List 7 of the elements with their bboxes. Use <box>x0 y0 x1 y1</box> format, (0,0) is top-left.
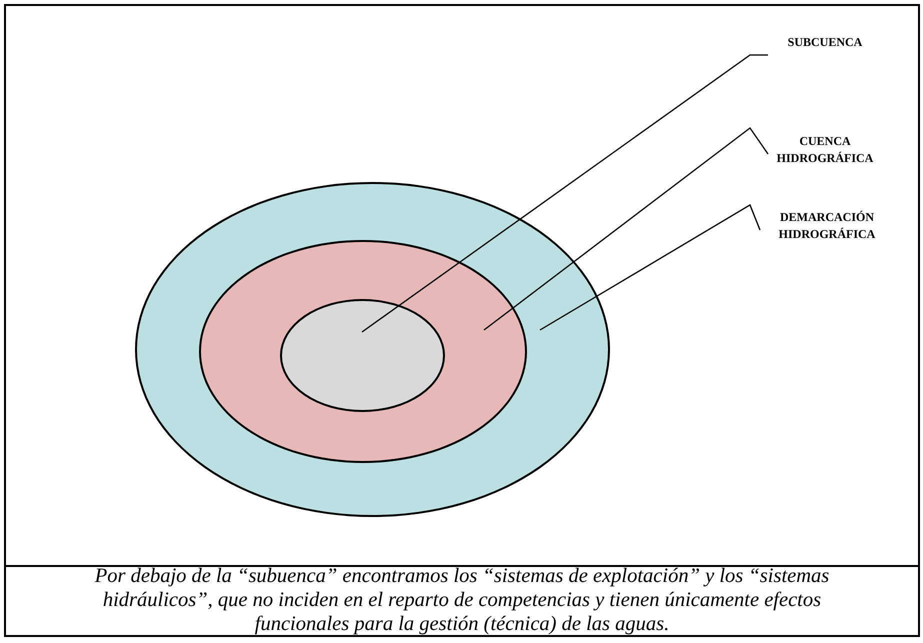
callout-label: SUBCUENCA <box>770 34 880 51</box>
leader-line <box>484 127 769 331</box>
callout-label: DEMARCACIÓN HIDROGRÁFICA <box>762 209 892 243</box>
leader-line <box>362 54 768 333</box>
caption: Por debajo de la “subuenca” encontramos los “sistemas de explotación” y los “sistemas hidráulicos”, que no inciden en el reparto de competencias y tienen únicamente efectos funcionales para la gestión (técnica) de las aguas. <box>94 564 830 636</box>
callout-label: CUENCA HIDROGRÁFICA <box>770 133 880 167</box>
leader-line <box>540 204 761 331</box>
